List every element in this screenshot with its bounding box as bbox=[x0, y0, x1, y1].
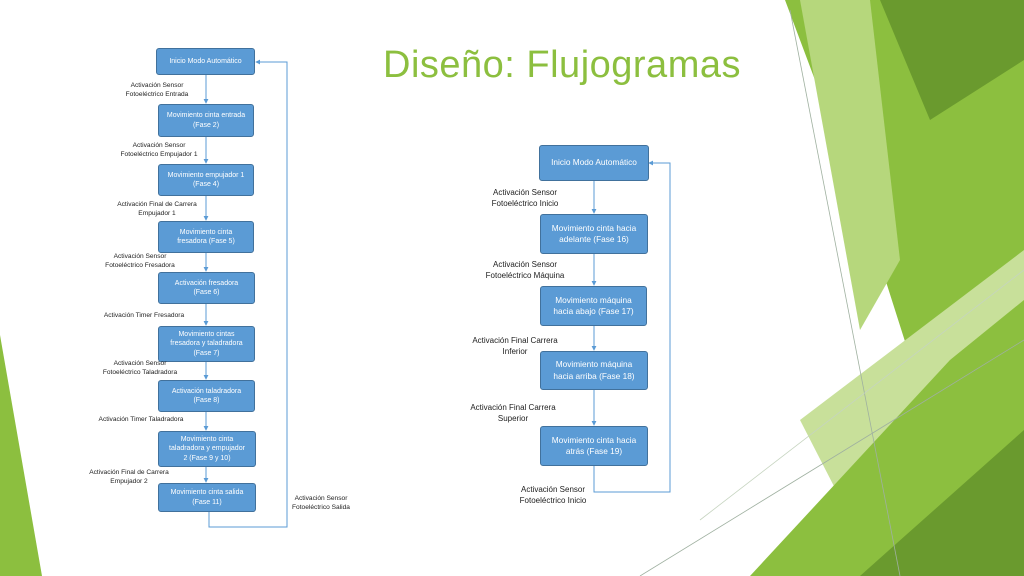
flow2-step-fase-16: Movimiento cinta hacia adelante (Fase 16… bbox=[540, 214, 648, 254]
flow1-transition-timer-taladradora: Activación Timer Taladradora bbox=[98, 416, 184, 423]
flow2-step-fase-19: Movimiento cinta hacia atrás (Fase 19) bbox=[540, 426, 648, 466]
deco-right-light-facet bbox=[800, 0, 900, 330]
flow1-transition-salida: Activación Sensor Fotoeléctrico Salida bbox=[292, 495, 350, 511]
flow1-step-fase-11: Movimiento cinta salida (Fase 11) bbox=[158, 483, 256, 512]
deco-left-facet bbox=[0, 335, 42, 576]
flow2-transition-final-inferior: Activación Final Carrera Inferior bbox=[472, 336, 558, 356]
deco-thin-line-1 bbox=[789, 9, 901, 576]
flow2-transition-inicio-return: Activación Sensor Fotoeléctrico Inicio bbox=[519, 485, 587, 505]
flow1-transition-taladradora: Activación Sensor Fotoeléctrico Taladrad… bbox=[102, 360, 178, 376]
flow2-transition-inicio: Activación Sensor Fotoeléctrico Inicio bbox=[491, 188, 559, 208]
flow2-step-fase-18: Movimiento máquina hacia arriba (Fase 18… bbox=[540, 351, 648, 390]
flow1-transition-fresadora: Activación Sensor Fotoeléctrico Fresador… bbox=[105, 253, 175, 269]
flow1-transition-empujador-1: Activación Sensor Fotoeléctrico Empujado… bbox=[120, 142, 198, 158]
flow2-step-fase-17: Movimiento máquina hacia abajo (Fase 17) bbox=[540, 286, 647, 326]
flow1-step-fase-9-10: Movimiento cinta taladradora y empujador… bbox=[158, 431, 256, 467]
deco-right-dark-facet bbox=[880, 0, 1024, 120]
flow1-step-fase-4: Movimiento empujador 1 (Fase 4) bbox=[158, 164, 254, 196]
flow1-transition-timer-fresadora: Activación Timer Fresadora bbox=[103, 312, 185, 319]
deco-right-bottom-dark-facet bbox=[860, 430, 1024, 576]
flow1-step-fase-5: Movimiento cinta fresadora (Fase 5) bbox=[158, 221, 254, 253]
flow1-step-fase-2: Movimiento cinta entrada (Fase 2) bbox=[158, 104, 254, 137]
flow1-transition-final-carrera-1: Activación Final de Carrera Empujador 1 bbox=[117, 201, 197, 217]
flow2-transition-final-superior: Activación Final Carrera Superior bbox=[470, 403, 556, 423]
deco-thin-line-3 bbox=[699, 269, 1024, 521]
slide-title: Diseño: Flujogramas bbox=[383, 44, 741, 86]
flow1-step-inicio: Inicio Modo Automático bbox=[156, 48, 255, 75]
flow1-step-fase-7: Movimiento cintas fresadora y taladrador… bbox=[158, 326, 255, 362]
flow1-step-fase-8: Activación taladradora (Fase 8) bbox=[158, 380, 255, 412]
flow2-step-inicio: Inicio Modo Automático bbox=[539, 145, 649, 181]
deco-thin-line-2 bbox=[639, 339, 1024, 576]
flow2-transition-maquina: Activación Sensor Fotoeléctrico Máquina bbox=[485, 260, 565, 280]
flow1-transition-entrada: Activación Sensor Fotoeléctrico Entrada bbox=[125, 82, 189, 98]
flow1-transition-final-carrera-2: Activación Final de Carrera Empujador 2 bbox=[89, 469, 169, 485]
flow1-step-fase-6: Activación fresadora (Fase 6) bbox=[158, 272, 255, 304]
